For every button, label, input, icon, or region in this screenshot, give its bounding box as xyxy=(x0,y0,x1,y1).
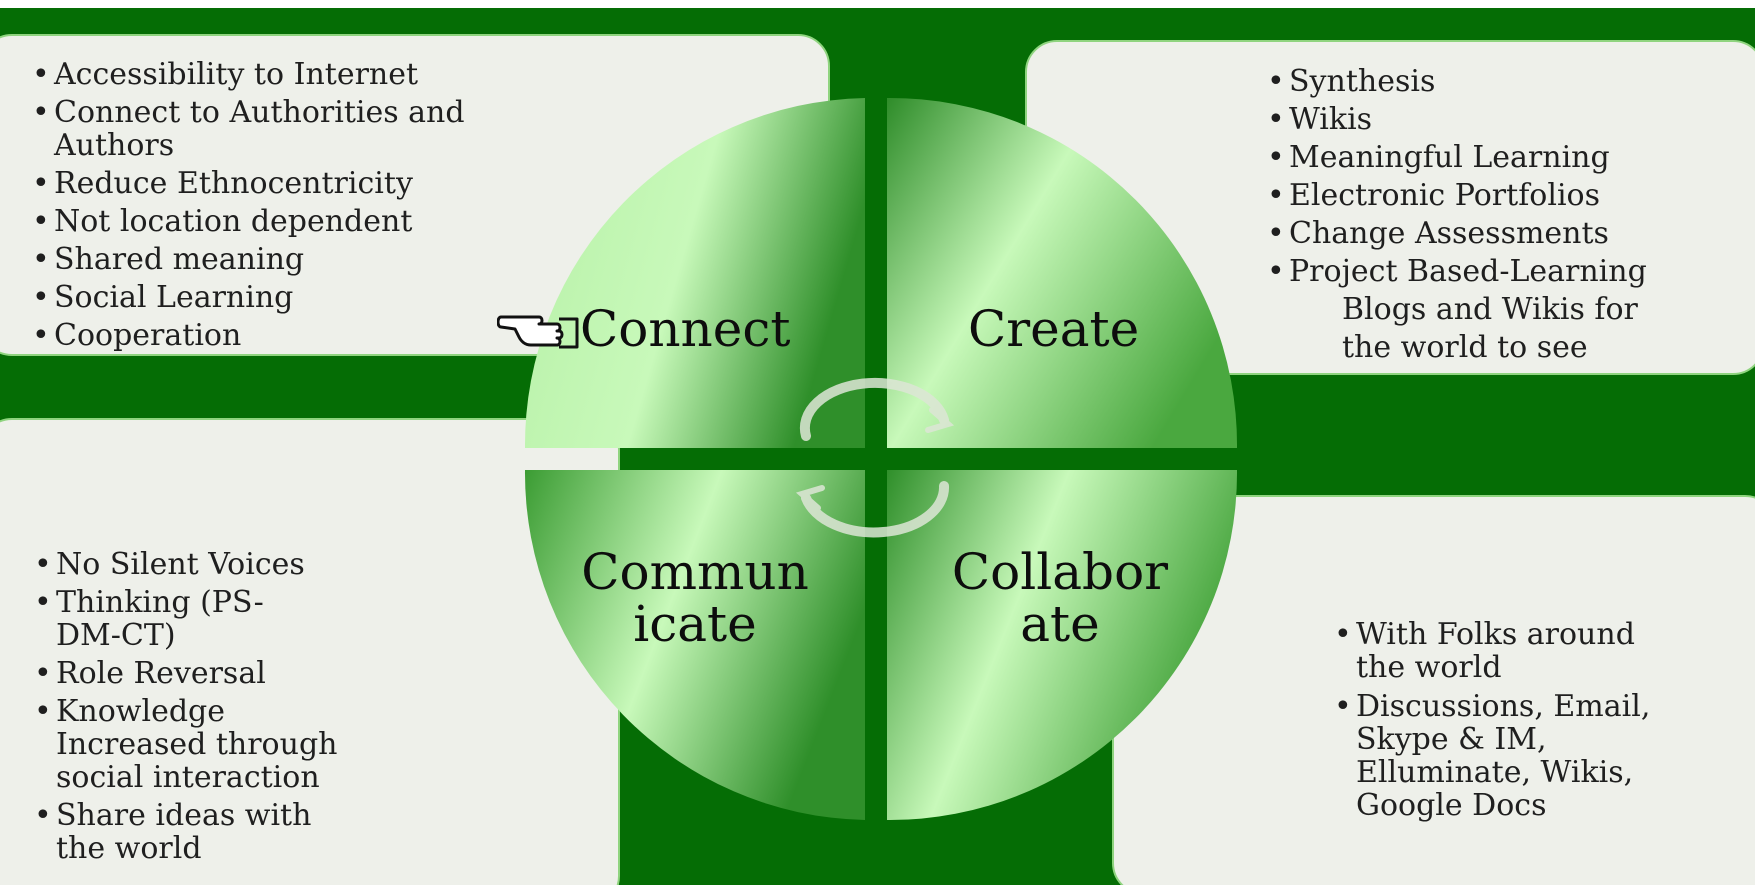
cycle-wheel xyxy=(524,97,1238,821)
list-item-text: Skype & IM, xyxy=(1356,722,1547,757)
quadrant-label-line: icate xyxy=(633,595,757,653)
quadrant-connect xyxy=(524,98,865,448)
list-item-text: Connect to Authorities and xyxy=(54,95,465,130)
communicate-points-list: •No Silent Voices •Thinking (PS- DM-CT) … xyxy=(24,548,337,870)
list-item-text: Knowledge xyxy=(56,694,225,729)
quadrant-label-connect: Connect xyxy=(580,300,791,358)
list-item-text: Meaningful Learning xyxy=(1289,140,1610,175)
list-item-text: DM-CT) xyxy=(56,618,176,653)
list-item-text: social interaction xyxy=(56,760,320,795)
list-item-text: Not location dependent xyxy=(54,204,413,239)
create-points-box: •Synthesis •Wikis •Meaningful Learning •… xyxy=(1025,40,1755,375)
list-item-text: Project Based-Learning xyxy=(1289,254,1647,289)
quadrant-label-communicate: Commun icate xyxy=(570,546,820,650)
cycle-arrows-icon xyxy=(795,377,955,538)
quadrant-create xyxy=(887,97,1238,449)
list-item: •Meaningful Learning xyxy=(1267,140,1610,175)
list-item-text: Google Docs xyxy=(1356,788,1547,823)
quadrant-communicate xyxy=(524,470,865,820)
list-item-text: Discussions, Email, xyxy=(1356,689,1651,724)
list-item: •Social Learning xyxy=(32,280,294,315)
list-item-text: the world xyxy=(56,831,202,866)
list-item-text: Electronic Portfolios xyxy=(1289,178,1601,213)
list-item-continued: DM-CT) xyxy=(24,619,337,652)
list-item-text: Synthesis xyxy=(1289,64,1436,99)
quadrant-label-collaborate: Collabor ate xyxy=(940,546,1180,650)
list-item-text: Thinking (PS- xyxy=(56,585,264,620)
list-item-text: Accessibility to Internet xyxy=(54,57,419,92)
list-item: •With Folks around xyxy=(1334,617,1635,652)
list-item: •Project Based-Learning xyxy=(1267,254,1647,289)
list-item-text: Social Learning xyxy=(54,280,294,315)
list-item: •Role Reversal xyxy=(34,656,266,691)
hand-pointer-icon xyxy=(497,315,579,349)
list-item: •Thinking (PS- xyxy=(34,585,264,620)
connect-points-list: •Accessibility to Internet •Connect to A… xyxy=(22,58,465,357)
list-item-continued: Authors xyxy=(22,129,465,162)
quadrant-label-create: Create xyxy=(968,300,1140,358)
quadrant-label-line: ate xyxy=(1020,595,1100,653)
list-item: •Synthesis xyxy=(1267,64,1436,99)
list-item-text: Reduce Ethnocentricity xyxy=(54,166,413,201)
list-item-text: Role Reversal xyxy=(56,656,266,691)
list-item: •Shared meaning xyxy=(32,242,305,277)
list-item-continued: the world xyxy=(1324,651,1650,684)
list-item-text: With Folks around xyxy=(1356,617,1635,652)
list-item-continued: Increased through xyxy=(24,728,337,761)
create-points-list: •Synthesis •Wikis •Meaningful Learning •… xyxy=(1257,65,1647,369)
list-item-text: Cooperation xyxy=(54,318,242,353)
list-item-continued: Google Docs xyxy=(1324,789,1650,822)
list-item-text: Shared meaning xyxy=(54,242,305,277)
list-item-continued: Blogs and Wikis for xyxy=(1257,293,1647,326)
quadrant-label-line: Commun xyxy=(581,543,809,601)
list-item-text: Wikis xyxy=(1289,102,1373,137)
list-item: •Reduce Ethnocentricity xyxy=(32,166,413,201)
list-item-continued: Skype & IM, xyxy=(1324,723,1650,756)
list-item-text: Blogs and Wikis for xyxy=(1342,292,1638,327)
collaborate-points-box: •With Folks around the world •Discussion… xyxy=(1112,495,1755,885)
list-item-continued: social interaction xyxy=(24,761,337,794)
list-item: •No Silent Voices xyxy=(34,547,305,582)
list-item: •Connect to Authorities and xyxy=(32,95,465,130)
list-item-continued: Elluminate, Wikis, xyxy=(1324,756,1650,789)
list-item: •Not location dependent xyxy=(32,204,413,239)
list-item-continued: the world xyxy=(24,832,337,865)
list-item: •Share ideas with xyxy=(34,798,312,833)
diagram-canvas: •Accessibility to Internet •Connect to A… xyxy=(0,8,1755,885)
list-item-text: No Silent Voices xyxy=(56,547,305,582)
list-item: •Cooperation xyxy=(32,318,242,353)
quadrant-collaborate xyxy=(887,470,1238,821)
list-item: •Change Assessments xyxy=(1267,216,1609,251)
list-item-text: Share ideas with xyxy=(56,798,312,833)
list-item: •Knowledge xyxy=(34,694,225,729)
list-item-text: Authors xyxy=(54,128,175,163)
collaborate-points-list: •With Folks around the world •Discussion… xyxy=(1324,618,1650,828)
list-item-text: the world to see xyxy=(1342,330,1588,365)
list-item-continued: the world to see xyxy=(1257,331,1647,364)
communicate-points-box: •No Silent Voices •Thinking (PS- DM-CT) … xyxy=(0,418,620,885)
list-item-text: Change Assessments xyxy=(1289,216,1609,251)
list-item-text: the world xyxy=(1356,650,1502,685)
list-item: •Wikis xyxy=(1267,102,1373,137)
list-item-text: Elluminate, Wikis, xyxy=(1356,755,1634,790)
list-item-text: Increased through xyxy=(56,727,338,762)
list-item: •Electronic Portfolios xyxy=(1267,178,1601,213)
list-item: •Discussions, Email, xyxy=(1334,689,1651,724)
list-item: •Accessibility to Internet xyxy=(32,57,419,92)
quadrant-label-line: Collabor xyxy=(951,543,1169,601)
